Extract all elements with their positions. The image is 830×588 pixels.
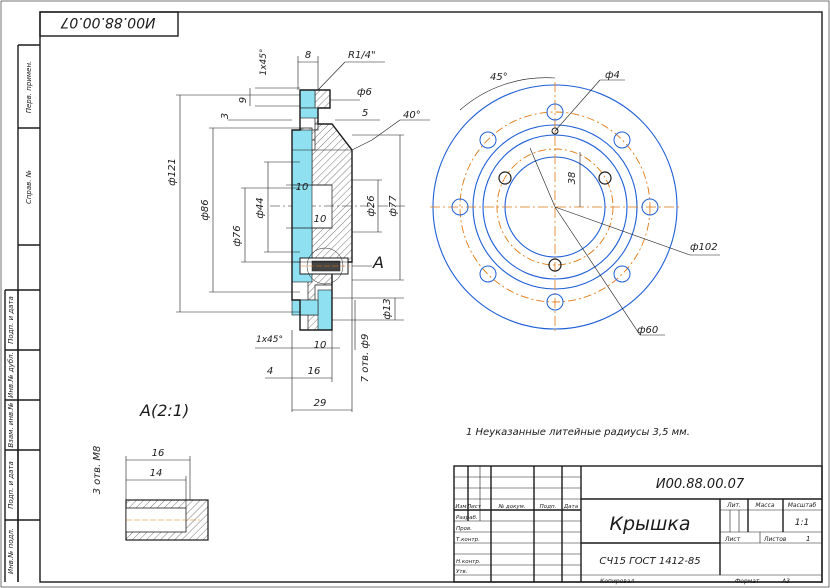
dim-r14: R1/4" — [348, 50, 376, 61]
dim-t10a: 10 — [296, 182, 309, 193]
dim-w8: 8 — [305, 50, 311, 61]
dim-d26: ф26 — [366, 195, 377, 216]
strip-label-dup-no: Инв.№ дубл. — [7, 352, 15, 398]
tb-lit-label: Лит. — [726, 502, 741, 509]
tb-col-change: Изм — [455, 504, 466, 510]
strip-label-repl-no: Взам. инв.№ — [7, 402, 15, 447]
detail-holes: 3 отв. М8 — [92, 446, 103, 495]
general-note: 1 Неуказанные литейные радиусы 3,5 мм. — [466, 427, 690, 438]
tb-col-date: Дата — [563, 504, 579, 510]
dim-d60: ф60 — [637, 325, 658, 336]
tb-role-developer: Разраб. — [456, 515, 478, 521]
tb-material: СЧ15 ГОСТ 1412-85 — [599, 556, 700, 567]
detail-view: 16 14 3 отв. М8 — [92, 446, 209, 541]
tb-copied: Копировал — [600, 578, 634, 585]
strip-label-sign-date-2: Подп. и дата — [7, 461, 15, 509]
dim-chamfer-top: 1х45° — [259, 48, 269, 75]
dim-d44: ф44 — [255, 197, 266, 218]
tb-code: И00.88.00.07 — [656, 477, 745, 492]
tb-scale-value: 1:1 — [795, 518, 809, 528]
detail-view-label: A(2:1) — [139, 401, 189, 420]
dim-a40: 40° — [403, 110, 421, 121]
dim-d77: ф77 — [388, 195, 399, 217]
dim-w29: 29 — [314, 398, 327, 409]
dim-d4: ф4 — [605, 70, 620, 81]
dim-t10b: 10 — [314, 214, 327, 225]
dim-w10: 10 — [314, 340, 327, 351]
dim-d6: ф6 — [357, 87, 372, 98]
tb-role-tcontrol: Т.контр. — [456, 537, 480, 543]
tb-col-sign: Подп. — [540, 504, 557, 510]
tb-scale-label: Масштаб — [788, 502, 817, 509]
dim-d76: ф76 — [232, 225, 243, 246]
dim-w16: 16 — [308, 366, 321, 377]
dim-holes-7: 7 отв. ф9 — [360, 334, 371, 383]
tb-mass-label: Масса — [755, 502, 774, 509]
dim-chamfer-bottom: 1х45° — [256, 335, 283, 345]
detail-w16: 16 — [152, 448, 165, 459]
corner-code-box — [39, 11, 179, 37]
dim-d121: ф121 — [167, 158, 178, 186]
detail-w14: 14 — [150, 468, 163, 479]
dim-d13: ф13 — [382, 298, 393, 319]
tb-col-docno: № докум. — [497, 504, 525, 510]
tb-sheet-label: Лист — [724, 536, 741, 543]
tb-format-value: А3 — [781, 578, 790, 585]
dim-a45: 45° — [490, 72, 508, 83]
section-marker-a: A — [372, 253, 384, 272]
tb-col-sheet: Лист — [466, 504, 482, 510]
dim-h9: 9 — [238, 97, 249, 103]
tb-role-ncontrol: Н.контр. — [456, 559, 481, 565]
dim-w4: 4 — [267, 366, 273, 377]
plan-view: 45° ф4 38 ф102 ф60 — [430, 70, 720, 336]
strip-label-sign-date-1: Подп. и дата — [7, 296, 15, 344]
tb-role-approved: Утв. — [456, 569, 468, 575]
dim-d102: ф102 — [690, 242, 718, 253]
tb-part-name: Крышка — [609, 513, 690, 535]
tb-sheets-value: 1 — [806, 535, 810, 543]
section-view: ф121 ф86 ф76 ф44 ф26 ф77 8 R1/4" 1х45° 9… — [167, 48, 430, 412]
corner-code: И00.88.00.07 — [60, 14, 155, 30]
title-block: Изм Лист № докум. Подп. Дата Разраб. Про… — [453, 465, 823, 585]
tb-role-checker: Пров. — [456, 526, 472, 532]
strip-label-orig-no: Инв.№ подл. — [7, 528, 15, 574]
tb-sheets-label: Листов — [763, 536, 787, 543]
dim-h3: 3 — [220, 113, 231, 119]
dim-w5: 5 — [362, 108, 368, 119]
dim-d86: ф86 — [200, 199, 211, 220]
inner-frame — [39, 11, 823, 583]
dim-h38: 38 — [567, 172, 578, 185]
tb-format-label: Формат — [735, 578, 760, 585]
strip-label-first-use: Перв. примен. — [25, 61, 33, 114]
left-strip: Перв. примен. Справ. № Подп. и дата Инв.… — [4, 44, 40, 582]
strip-label-ref-no: Справ. № — [25, 170, 33, 204]
